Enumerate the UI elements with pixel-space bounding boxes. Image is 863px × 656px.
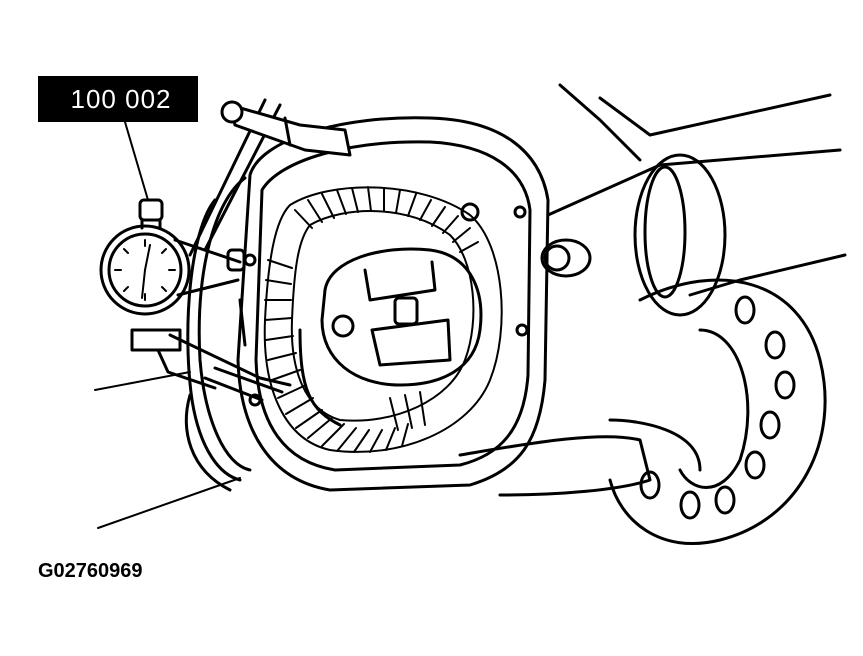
leader-lines <box>94 121 241 529</box>
ring-gear <box>263 186 503 453</box>
indicator-mount-arm <box>188 98 352 347</box>
axle-tube <box>546 83 847 317</box>
tool-number-callout: 100 002 <box>38 76 198 122</box>
dial-indicator <box>99 198 292 402</box>
figure-id: G02760969 <box>38 560 143 582</box>
axle-flange <box>608 278 827 546</box>
differential-housing <box>184 116 652 497</box>
differential-case <box>298 247 483 427</box>
